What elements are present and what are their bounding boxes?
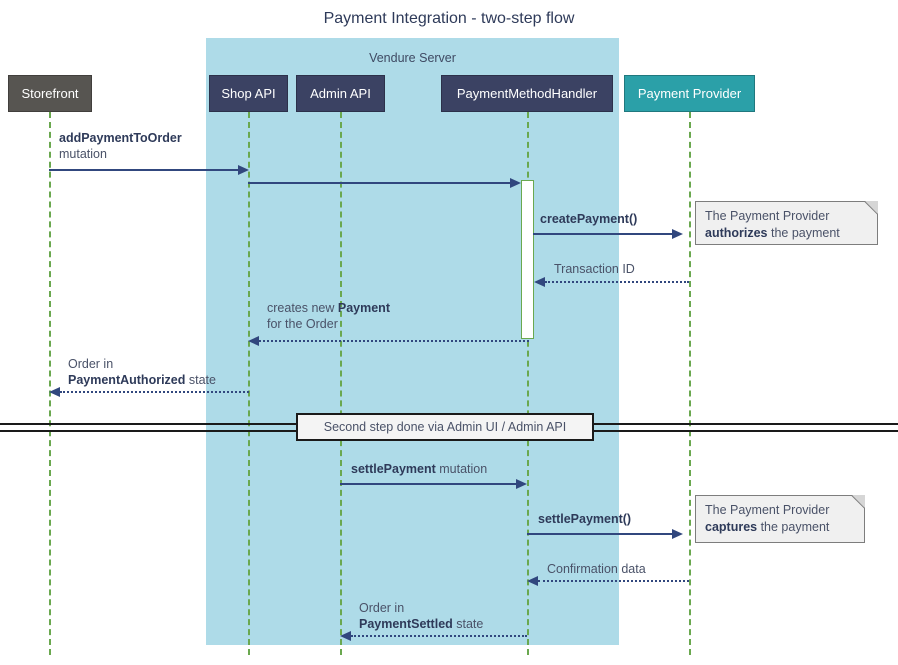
participant-payment-provider-label: Payment Provider (637, 86, 742, 101)
participant-shop-api[interactable]: Shop API (209, 75, 288, 112)
note-captures-post: the payment (757, 520, 830, 534)
message-add-payment-to-order-line1: addPaymentToOrder (59, 131, 182, 145)
message-transaction-id-label: Transaction ID (554, 262, 635, 276)
message-confirmation-data-arrow (538, 580, 689, 582)
message-shop-api-to-handler-arrow (248, 182, 511, 184)
message-order-payment-settled-arrow (351, 635, 527, 637)
message-order-payment-authorized-bold: PaymentAuthorized (68, 373, 186, 387)
participant-shop-api-label: Shop API (221, 86, 276, 101)
note-captures-line1: The Payment Provider (705, 503, 830, 517)
participant-payment-provider[interactable]: Payment Provider (624, 75, 755, 112)
note-authorizes-post: the payment (767, 226, 840, 240)
second-step-divider: Second step done via Admin UI / Admin AP… (296, 413, 594, 441)
note-authorizes-line1: The Payment Provider (705, 209, 830, 223)
note-captures: The Payment Provider captures the paymen… (695, 495, 865, 543)
message-create-payment-arrowhead (672, 229, 683, 239)
message-create-payment-arrow (533, 233, 672, 235)
message-create-payment-label: createPayment() (540, 211, 637, 227)
message-settle-payment-call-arrow (527, 533, 672, 535)
message-settle-payment-mutation-arrow (340, 483, 517, 485)
message-order-payment-settled-post: state (452, 617, 484, 631)
message-settle-payment-call-label: settlePayment() (538, 511, 631, 527)
message-creates-new-payment-line2: for the Order (267, 317, 338, 331)
message-settle-payment-mutation-arrowhead (516, 479, 527, 489)
message-creates-new-payment-arrow (259, 340, 529, 342)
second-step-divider-label: Second step done via Admin UI / Admin AP… (323, 420, 567, 434)
message-transaction-id-arrowhead (534, 277, 545, 287)
note-captures-bold: captures (705, 520, 758, 534)
participant-payment-method-handler-label: PaymentMethodHandler (456, 86, 598, 101)
note-authorizes-bold: authorizes (705, 226, 768, 240)
message-transaction-id-arrow (545, 281, 689, 283)
lifeline-payment-provider (689, 112, 691, 655)
message-order-payment-authorized-post: state (185, 373, 216, 387)
message-add-payment-to-order-label: addPaymentToOrder mutation (59, 130, 182, 162)
message-order-payment-settled-line1: Order in (359, 601, 405, 615)
note-captures-fold-icon (852, 495, 865, 508)
message-add-payment-to-order-arrowhead (238, 165, 249, 175)
message-settle-payment-call-arrowhead (672, 529, 683, 539)
participant-payment-method-handler[interactable]: PaymentMethodHandler (441, 75, 613, 112)
page-title: Payment Integration - two-step flow (323, 10, 575, 27)
note-authorizes-fold-icon (865, 201, 878, 214)
message-order-payment-settled-bold: PaymentSettled (359, 617, 453, 631)
group-vendure-server-label: Vendure Server (369, 51, 456, 65)
message-order-payment-authorized-label: Order in PaymentAuthorized state (68, 356, 216, 388)
message-order-payment-authorized-arrow (60, 391, 249, 393)
message-creates-new-payment-arrowhead (248, 336, 259, 346)
message-order-payment-settled-label: Order in PaymentSettled state (359, 600, 483, 632)
message-creates-new-payment-pre: creates new (267, 301, 338, 315)
message-confirmation-data-label: Confirmation data (547, 562, 646, 576)
participant-admin-api-label: Admin API (310, 86, 371, 101)
participant-storefront[interactable]: Storefront (8, 75, 92, 112)
message-confirmation-data-arrowhead (527, 576, 538, 586)
message-settle-payment-mutation-label: settlePayment mutation (351, 461, 487, 477)
message-settle-payment-call-text: settlePayment() (538, 512, 632, 526)
message-order-payment-authorized-arrowhead (49, 387, 60, 397)
lifeline-admin-api (340, 112, 342, 655)
message-creates-new-payment-label: creates new Payment for the Order (267, 300, 390, 332)
message-settle-payment-mutation-post: mutation (435, 462, 488, 476)
message-create-payment-text: createPayment() (540, 212, 638, 226)
message-shop-api-to-handler-arrowhead (510, 178, 521, 188)
message-add-payment-to-order-line2: mutation (59, 147, 107, 161)
message-add-payment-to-order-arrow (49, 169, 239, 171)
participant-admin-api[interactable]: Admin API (296, 75, 385, 112)
lifeline-shop-api (248, 112, 250, 655)
activation-bar-payment-method-handler (521, 180, 534, 339)
lifeline-payment-method-handler (527, 112, 529, 655)
message-settle-payment-mutation-bold: settlePayment (351, 462, 436, 476)
message-creates-new-payment-bold: Payment (337, 301, 390, 315)
lifeline-storefront (49, 112, 51, 655)
message-order-payment-settled-arrowhead (340, 631, 351, 641)
message-order-payment-authorized-line1: Order in (68, 357, 114, 371)
note-authorizes: The Payment Provider authorizes the paym… (695, 201, 878, 245)
participant-storefront-label: Storefront (21, 86, 79, 101)
